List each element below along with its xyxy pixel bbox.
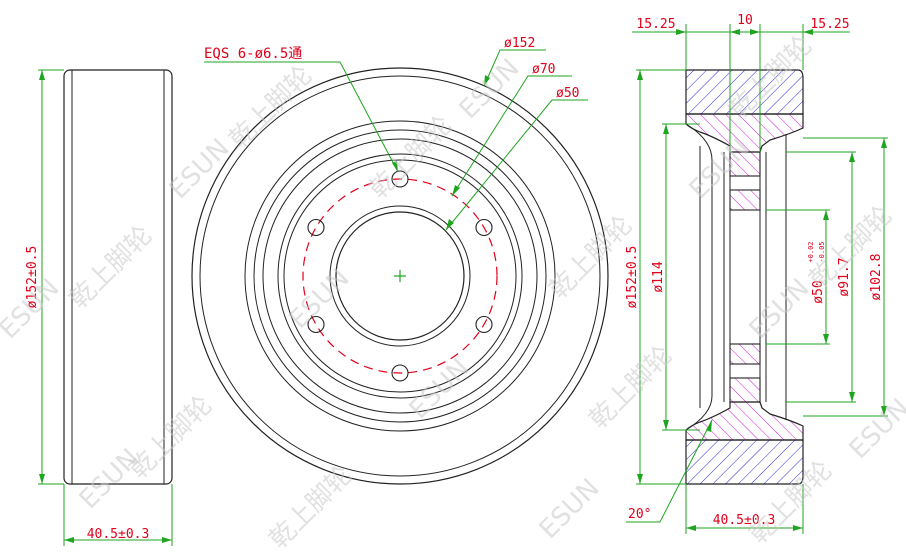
dia-hub-label: ø70 [532, 62, 555, 77]
front-leaders [204, 49, 588, 231]
bolt-hole [475, 218, 493, 237]
watermark-cn: 乾上脚轮 [264, 460, 359, 554]
hub-step-circle-2 [253, 129, 547, 423]
left-height-dimension: ø152±0.5 [25, 69, 64, 485]
hub-step-circle-1 [244, 120, 556, 432]
left-side-view: ø152±0.5 40.5±0.3 [25, 69, 173, 546]
web-section-upper-2 [729, 189, 761, 211]
section-left-dimensions: ø152±0.5 ø114 [625, 69, 700, 485]
wheel-side-outline [63, 69, 173, 485]
section-width-label: 40.5±0.3 [713, 513, 776, 528]
bolt-hole [307, 218, 325, 237]
center-mark [394, 270, 406, 282]
bolt-hole [391, 170, 409, 188]
watermark-cn: 乾上脚轮 [224, 60, 319, 155]
angle-callout: 20° [626, 419, 713, 523]
dia-bore-label: ø50 [556, 86, 579, 101]
section-interior-lines [685, 123, 787, 431]
watermark-en: ESUN [454, 53, 526, 125]
outer-circle [191, 67, 609, 485]
bolt-hole [475, 315, 493, 334]
left-width-dimension: 40.5±0.3 [63, 484, 173, 546]
watermark-cn: 乾上脚轮 [64, 220, 159, 315]
section-view: 15.25 10 15.25 ø152±0.5 ø114 ø50 [625, 13, 888, 534]
top-dim-left-label: 15.25 [636, 17, 675, 32]
section-dia-114-label: ø114 [651, 261, 666, 292]
bore-tol-upper: +0.02 [807, 241, 815, 262]
web-section-lower-2 [729, 343, 761, 365]
web-section-lower [729, 377, 761, 403]
bolt-holes [307, 170, 493, 382]
watermark-en: ESUN [744, 273, 816, 345]
top-dim-right-label: 15.25 [810, 17, 849, 32]
bore-tol-lower: -0.05 [818, 241, 826, 262]
watermark-en: ESUN [844, 393, 906, 465]
watermark-en: ESUN [534, 473, 606, 545]
left-height-label: ø152±0.5 [25, 246, 40, 309]
bolt-hole [391, 364, 409, 382]
section-dia-917-label: ø91.7 [837, 257, 852, 296]
watermark-en: ESUN [74, 443, 146, 515]
top-dimensions: 15.25 10 15.25 [632, 13, 850, 152]
bolt-hole [307, 315, 325, 334]
bore-circle [335, 211, 465, 341]
tread-section-top [685, 69, 804, 115]
section-outer-dia-label: ø152±0.5 [625, 246, 640, 309]
section-bore-dia-label: ø50 [811, 280, 826, 303]
outer-chamfer-circle [199, 75, 601, 477]
section-width-dimension: 40.5±0.3 [685, 484, 804, 534]
hub-step-circle-3 [262, 138, 538, 414]
bolt-circle [302, 178, 498, 374]
front-view: EQS 6-ø6.5通 ø152 ø70 ø50 [191, 36, 609, 485]
hole-note: EQS 6-ø6.5通 [204, 46, 302, 62]
bore-chamfer-circle [329, 205, 471, 347]
hub-step-circle-5 [283, 159, 517, 393]
left-width-label: 40.5±0.3 [87, 527, 150, 542]
watermark-en: ESUN [164, 133, 236, 205]
section-right-dimensions: ø50 +0.02 -0.05 ø91.7 ø102.8 [766, 137, 888, 417]
dia-outer-label: ø152 [504, 36, 535, 51]
section-dia-1028-label: ø102.8 [869, 254, 884, 301]
tread-section-bottom [685, 439, 804, 485]
angle-label: 20° [628, 507, 651, 522]
hub-section-bottom [685, 401, 804, 441]
watermark-en: ESUN [0, 273, 65, 345]
top-dim-mid-label: 10 [737, 13, 753, 28]
watermark-cn: 乾上脚轮 [364, 110, 459, 205]
hub-step-circle-4 [277, 153, 523, 399]
watermark-en: ESUN [284, 263, 356, 335]
